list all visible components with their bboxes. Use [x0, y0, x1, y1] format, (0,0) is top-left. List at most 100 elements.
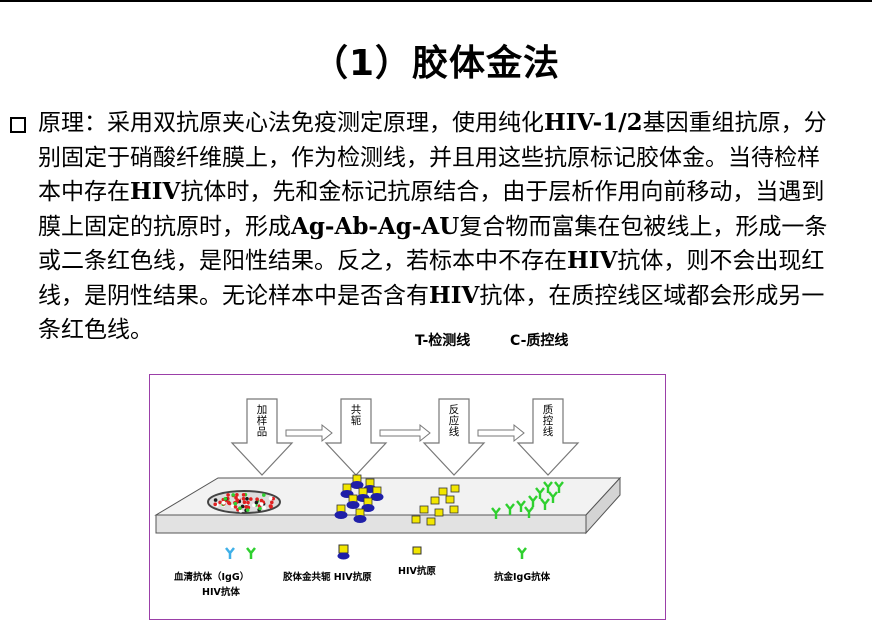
sample-dot: [226, 501, 231, 505]
conjugate-gold-particle: [355, 508, 365, 517]
paragraph-segment: Ag-Ab-Ag-AU: [291, 212, 460, 240]
sample-dot: [268, 496, 273, 501]
step-label: 反应线: [449, 404, 460, 438]
paragraph-segment: HIV: [567, 247, 618, 274]
hiv-antigen-square: [426, 517, 436, 526]
step-right-arrow: [379, 423, 431, 443]
sample-dot: [262, 505, 266, 510]
conjugate-gold-particle: [358, 487, 368, 496]
sample-dot: [259, 502, 264, 506]
conjugate-gold-particle: [342, 483, 352, 492]
conjugate-navy-base: [361, 504, 375, 512]
sample-dot: [269, 505, 273, 509]
anti-igg-antibody: [543, 481, 553, 493]
strip-front-face: [155, 514, 587, 534]
sample-dot: [245, 508, 250, 512]
sample-dot: [231, 493, 235, 497]
sample-dot: [235, 498, 240, 502]
anti-igg-antibody: [528, 495, 538, 507]
hiv-antigen-squares: [411, 484, 460, 526]
step-label: 共轭: [351, 404, 362, 427]
paragraph-segment: 原理：采用双抗原夹心法免疫测定原理，使用纯化: [38, 110, 544, 136]
sample-dot: [213, 498, 218, 502]
sample-dot: [235, 493, 239, 497]
paragraph-segment: 抗体，则不会出现红线，是阴性结果。无论样本中是否含有: [38, 248, 825, 309]
sample-dot: [244, 505, 248, 509]
strip-side-face: [585, 476, 621, 535]
paragraph-segment: 抗体时，先和金标记抗原结合，由于层析作用向前移动，当遇到膜上固定的抗原时，形成: [38, 179, 825, 240]
anti-igg-antibody: [554, 481, 564, 493]
paragraph-segment: HIV: [429, 281, 480, 309]
sample-dot: [270, 500, 274, 505]
hiv-antigen-square: [438, 487, 448, 496]
slide-title: （1）胶体金法: [311, 43, 561, 84]
step-label: 加样品: [257, 404, 268, 438]
conjugate-gold-particle: [336, 504, 346, 513]
sample-dot: [241, 496, 246, 501]
step-down-arrow: [516, 398, 580, 476]
legend-antigen-icon: [412, 546, 422, 555]
paragraph-segment: 抗体，在质控线区域都会形成另一条红色线。: [38, 282, 825, 344]
anti-igg-antibody: [505, 503, 515, 515]
conjugate-navy-base: [350, 481, 364, 489]
legend-conjugate-icon: [337, 544, 350, 560]
hiv-antigen-square: [450, 484, 460, 493]
conjugate-gold-particle: [372, 486, 382, 495]
hiv-antigen-square: [411, 515, 421, 524]
conjugate-navy-base: [353, 515, 367, 523]
anti-igg-antibody: [516, 500, 526, 512]
sample-dots: [213, 492, 275, 513]
sample-dot: [249, 497, 253, 501]
anti-igg-antibody: [540, 498, 550, 510]
legend-cyan-antibody-icon: [225, 547, 235, 559]
step-arrows: 加样品 共轭 反应线 质控线: [230, 398, 580, 476]
sample-dot: [254, 500, 259, 505]
step-right-arrow: [285, 423, 333, 443]
sample-dot: [230, 504, 235, 509]
sample-dot: [245, 497, 249, 501]
top-border-line: [0, 0, 872, 2]
conjugate-gold-particle: [352, 474, 362, 483]
principle-paragraph: 原理：采用双抗原夹心法免疫测定原理，使用纯化HIV-1/2基因重组抗原，分别固定…: [38, 106, 838, 348]
legend-serum-antibody-label: 血清抗体（IgG）: [174, 571, 249, 583]
anti-igg-antibody: [491, 507, 501, 519]
step-label: 质控线: [543, 404, 554, 438]
sample-dot: [223, 497, 228, 501]
hiv-antigen-square: [449, 505, 459, 514]
sample-dot: [241, 493, 246, 497]
sample-dot: [255, 497, 259, 501]
conjugate-gold-particle: [365, 478, 375, 487]
hiv-antigen-square: [434, 508, 444, 517]
bullet-square-icon: [10, 117, 26, 133]
sample-dot: [246, 500, 250, 505]
legend-conjugate-label: 胶体金共轭 HIV抗原: [283, 571, 372, 583]
sample-dot: [218, 500, 222, 505]
sample-dot: [233, 501, 238, 506]
sample-dot: [258, 506, 262, 511]
legend-hiv-antigen-label: HIV抗原: [398, 565, 436, 577]
paragraph-segment: 复合物而富集在包被线上，形成一条或二条红色线，是阳性结果。反之，若标本中不存在: [38, 213, 828, 275]
conjugate-gold-particle: [363, 497, 373, 506]
hiv-antigen-square: [445, 495, 455, 504]
legend-hiv-antibody-label: HIV抗体: [202, 586, 240, 598]
sample-dot: [238, 506, 242, 510]
conjugate-navy-base: [334, 511, 348, 519]
sample-dot: [221, 501, 226, 505]
sample-dot: [242, 500, 247, 504]
hiv-antigen-square: [430, 496, 440, 505]
anti-igg-antibody: [548, 491, 558, 503]
legend-icons: [225, 544, 527, 560]
diagram-canvas: 加样品 共轭 反应线 质控线 血清抗体（IgG） HIV抗体: [154, 398, 622, 598]
sample-dot: [240, 504, 245, 509]
anti-igg-antibodies: [491, 481, 564, 519]
c-line-label: C-质控线: [510, 333, 569, 349]
paragraph-segment: 基因重组抗原，分别固定于硝酸纤维膜上，作为检测线，并且用这些抗原标记胶体金。当待…: [38, 110, 827, 205]
anti-igg-antibody: [535, 487, 545, 499]
step-down-arrow: [422, 398, 486, 476]
gold-conjugate-particles: [334, 474, 384, 523]
conjugate-navy-base: [370, 493, 384, 501]
sample-dot: [252, 503, 256, 507]
sample-dot: [213, 502, 217, 507]
paragraph-segment: HIV-1/2: [544, 109, 643, 136]
t-line-label: T-检测线: [415, 333, 471, 349]
